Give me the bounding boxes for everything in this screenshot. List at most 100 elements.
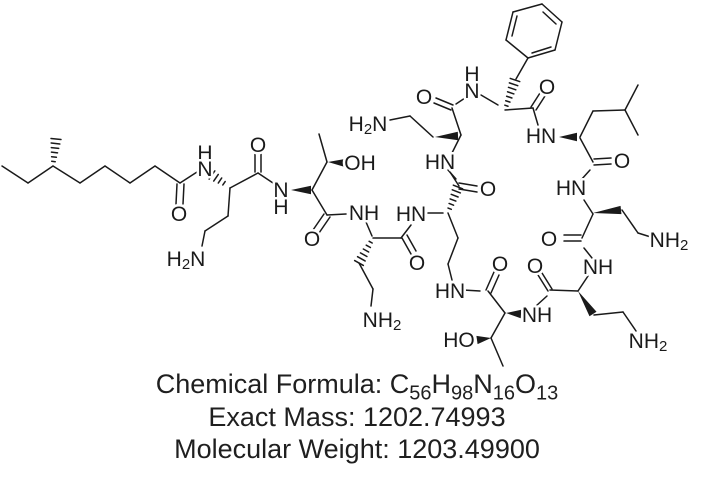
bond xyxy=(406,234,417,252)
atom-label: NH xyxy=(349,202,379,225)
bond xyxy=(505,39,529,59)
bond xyxy=(592,109,626,112)
atom-label: HN xyxy=(396,203,426,226)
bond xyxy=(577,275,589,292)
bond xyxy=(1,165,29,184)
atom-label: O xyxy=(416,86,432,109)
formula-element: N xyxy=(473,369,493,399)
hash-bond xyxy=(353,240,373,267)
bond xyxy=(541,272,553,290)
formula-subscript: 13 xyxy=(536,382,559,405)
bond xyxy=(129,165,156,184)
atom-label: H2N xyxy=(167,248,206,273)
bond xyxy=(400,224,412,239)
atom-label: N xyxy=(464,80,479,103)
bond-group xyxy=(1,3,655,367)
atom-label: O xyxy=(541,228,557,251)
bond xyxy=(583,247,593,259)
bond xyxy=(204,215,229,232)
bond xyxy=(485,271,495,291)
bond xyxy=(447,237,459,265)
bond xyxy=(458,182,478,187)
atom-label: N xyxy=(273,179,288,202)
bond xyxy=(447,263,453,281)
formula-element: H xyxy=(431,369,452,399)
bond xyxy=(490,337,504,367)
chemical-formula-value: C56H98N16O13 xyxy=(390,369,559,404)
bond xyxy=(515,57,529,80)
formula-element: O xyxy=(515,369,537,399)
bond xyxy=(451,107,462,136)
bond xyxy=(535,95,546,111)
bond xyxy=(542,11,557,25)
bond xyxy=(389,115,411,121)
bond xyxy=(447,212,459,239)
bond xyxy=(549,289,579,292)
bond xyxy=(624,109,639,136)
atom-label: O xyxy=(492,253,508,276)
atom-label: O xyxy=(250,134,266,157)
bond xyxy=(257,172,274,184)
bond xyxy=(532,107,539,126)
bond xyxy=(104,165,131,184)
bond xyxy=(535,295,548,307)
wedge-bond xyxy=(291,185,311,195)
bond xyxy=(154,165,181,184)
bond xyxy=(27,165,54,184)
hash-bond xyxy=(208,170,226,186)
bond xyxy=(531,46,552,54)
wedge-bond xyxy=(593,205,622,215)
bond xyxy=(462,289,481,292)
atom-label: H xyxy=(273,196,288,219)
atom-label: O xyxy=(171,203,187,226)
bond xyxy=(624,84,639,111)
bond xyxy=(537,274,549,292)
atom-label: O xyxy=(539,76,555,99)
atom-label: HN xyxy=(556,177,586,200)
bond xyxy=(433,102,452,111)
bond xyxy=(511,15,518,37)
atom-label: NH xyxy=(522,304,552,327)
wedge-bond xyxy=(476,335,491,345)
molecular-weight-line: Molecular Weight: 1203.49900 xyxy=(174,434,540,464)
bond xyxy=(593,163,612,166)
bond xyxy=(593,311,624,316)
bond xyxy=(409,115,434,138)
bond xyxy=(451,134,462,154)
bond xyxy=(326,213,347,216)
bond xyxy=(358,262,374,290)
wedge-bond-group xyxy=(291,131,622,345)
bond xyxy=(579,137,594,163)
bond xyxy=(512,3,543,13)
bond xyxy=(593,157,612,160)
bond xyxy=(579,110,594,138)
atom-label: HN xyxy=(425,151,455,174)
bond xyxy=(458,188,478,193)
bond xyxy=(554,21,563,51)
bond xyxy=(365,221,373,237)
formula-subscript: 16 xyxy=(492,382,516,405)
wedge-bond xyxy=(506,309,522,319)
bond xyxy=(581,213,594,239)
wedge-bond xyxy=(559,132,577,142)
bond xyxy=(175,183,178,205)
atom-label: O xyxy=(480,178,496,201)
bond xyxy=(318,133,328,163)
atom-label: H xyxy=(197,142,212,165)
hash-bond-group xyxy=(50,77,521,267)
bond xyxy=(490,274,500,294)
bond xyxy=(621,209,639,234)
bond xyxy=(527,49,556,59)
bond xyxy=(227,187,231,217)
wedge-bond xyxy=(328,158,347,168)
atom-label: O xyxy=(614,150,630,173)
bond xyxy=(530,92,541,108)
hash-bond xyxy=(447,184,464,211)
bond xyxy=(79,165,106,184)
bond xyxy=(487,290,506,314)
bond xyxy=(401,237,412,255)
bond xyxy=(447,169,457,180)
atom-label: HO xyxy=(443,329,475,352)
